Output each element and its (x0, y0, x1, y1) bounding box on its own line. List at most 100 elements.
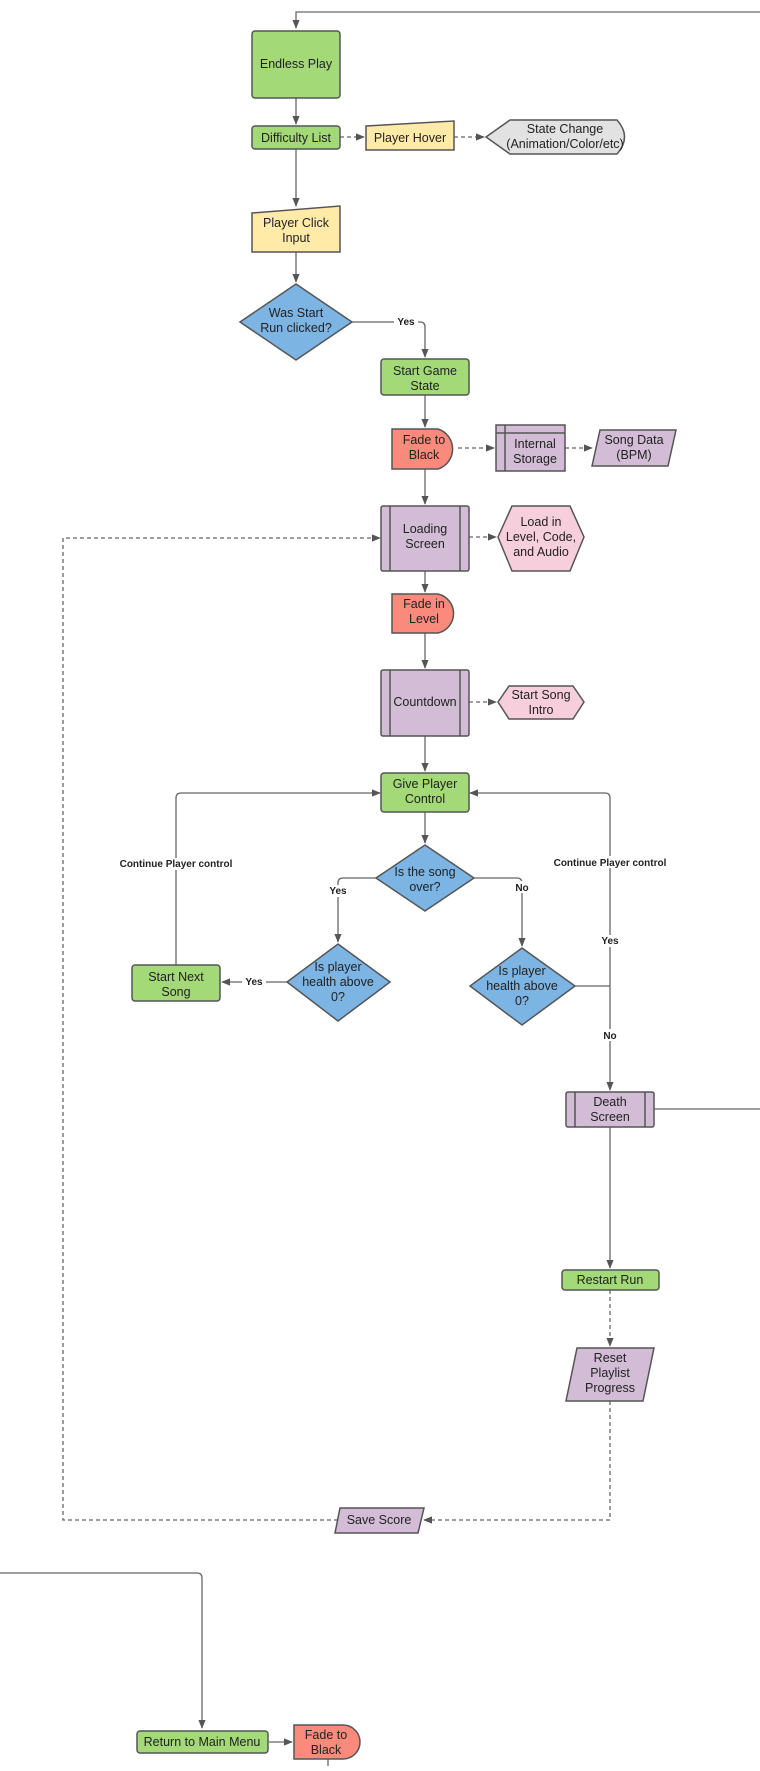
node-label: Intro (528, 703, 553, 717)
node-label: Input (282, 231, 310, 245)
node-fade-to-black-bottom[interactable]: Fade to Black (293, 1724, 361, 1760)
node-label: Level (409, 612, 439, 626)
node-return-to-main-menu[interactable]: Return to Main Menu (136, 1730, 269, 1754)
node-state-change[interactable]: State Change (Animation/Color/etc) (484, 119, 626, 155)
node-label: Start Song (511, 688, 570, 702)
node-label: Run clicked? (260, 321, 332, 335)
edge-next-song-to-control (175, 789, 381, 965)
edge-label-bg (394, 316, 418, 328)
node-label: Player Hover (374, 131, 446, 145)
node-health-check-right[interactable]: Is player health above 0? (468, 947, 577, 1026)
node-difficulty-list[interactable]: Difficulty List (251, 125, 341, 150)
edge-label-bg (242, 976, 266, 988)
node-label: Playlist (590, 1366, 630, 1380)
node-label: Restart Run (577, 1273, 644, 1287)
edge-label-bg (598, 935, 622, 947)
node-fade-in-level[interactable]: Fade in Level (391, 593, 455, 634)
node-label: Screen (405, 537, 445, 551)
node-label: Start Game (393, 364, 457, 378)
edge-song-over-yes (334, 877, 377, 943)
node-song-data[interactable]: Song Data (BPM) (591, 429, 677, 467)
node-label: 0? (515, 994, 529, 1008)
node-label: Is player (314, 960, 361, 974)
node-label: health above (302, 975, 374, 989)
node-label: Fade to (305, 1728, 347, 1742)
node-internal-storage[interactable]: Internal Storage (495, 424, 566, 472)
edge-label-bg (327, 885, 349, 897)
edge-label-bg (118, 858, 234, 870)
node-was-start-run-clicked[interactable]: Was Start Run clicked? (238, 283, 354, 361)
edge-label-no-death: No (603, 1031, 616, 1042)
node-label: Black (311, 1743, 342, 1757)
node-label: Save Score (347, 1513, 412, 1527)
node-label: (Animation/Color/etc) (506, 137, 623, 151)
edge-label-bg (512, 881, 532, 893)
edge-top-entry (292, 11, 760, 29)
node-label: Difficulty List (261, 131, 331, 145)
node-player-hover[interactable]: Player Hover (365, 120, 455, 151)
node-is-song-over[interactable]: Is the song over? (374, 844, 476, 912)
node-label: health above (486, 979, 558, 993)
node-health-check-left[interactable]: Is player health above 0? (285, 943, 392, 1022)
node-label: State Change (527, 122, 603, 136)
edge-label-yes-song-over: Yes (329, 886, 347, 897)
node-start-next-song[interactable]: Start Next Song (131, 964, 221, 1002)
node-label: Internal (514, 437, 556, 451)
node-load-in-level[interactable]: Load in Level, Code, and Audio (497, 505, 585, 572)
node-label: Level, Code, (506, 530, 576, 544)
edge-label-bg (553, 856, 667, 868)
edge-label-continue-right: Continue Player control (554, 858, 667, 869)
node-countdown[interactable]: Countdown (380, 669, 470, 737)
node-label: Was Start (269, 306, 324, 320)
edge-label-continue-left: Continue Player control (120, 859, 233, 870)
node-label: Fade in (403, 597, 445, 611)
node-start-game-state[interactable]: Start Game State (380, 358, 470, 396)
edge-reset-to-save-score (423, 1401, 611, 1524)
node-label: Is the song (394, 865, 455, 879)
node-give-player-control[interactable]: Give Player Control (380, 772, 470, 813)
edge-label-bg (600, 1029, 620, 1041)
node-label: Black (409, 448, 440, 462)
node-label: Song Data (604, 433, 663, 447)
edge-label-yes-next-song: Yes (245, 977, 263, 988)
node-death-screen[interactable]: Death Screen (565, 1091, 655, 1128)
edge-left-entry-to-main-menu (0, 1572, 206, 1729)
node-label: Control (405, 792, 445, 806)
node-label: Death (593, 1095, 626, 1109)
node-label: (BPM) (616, 448, 651, 462)
node-label: Reset (594, 1351, 627, 1365)
node-label: Song (161, 985, 190, 999)
node-fade-to-black[interactable]: Fade to Black (391, 428, 454, 470)
node-label: Countdown (393, 695, 456, 709)
node-restart-run[interactable]: Restart Run (561, 1269, 660, 1291)
node-label: Progress (585, 1381, 635, 1395)
edge-label-no-song-over: No (515, 883, 528, 894)
node-label: over? (409, 880, 440, 894)
node-label: Fade to (403, 433, 445, 447)
node-start-song-intro[interactable]: Start Song Intro (497, 685, 585, 720)
node-reset-playlist[interactable]: Reset Playlist Progress (565, 1347, 655, 1402)
node-label: Screen (590, 1110, 630, 1124)
edge-label-yes-start: Yes (397, 317, 415, 328)
node-label: State (410, 379, 439, 393)
node-player-click-input[interactable]: Player Click Input (251, 205, 341, 253)
node-label: Return to Main Menu (144, 1735, 261, 1749)
edge-save-score-to-loading (62, 534, 381, 1521)
edge-decision-to-start-game (352, 321, 429, 358)
node-label: Give Player (393, 777, 458, 791)
node-label: and Audio (513, 545, 569, 559)
node-label: 0? (331, 990, 345, 1004)
node-label: Player Click (263, 216, 330, 230)
node-label: Endless Play (260, 57, 333, 71)
node-save-score[interactable]: Save Score (334, 1507, 425, 1534)
edge-label-yes-continue: Yes (601, 936, 619, 947)
node-loading-screen[interactable]: Loading Screen (380, 505, 470, 572)
node-label: Storage (513, 452, 557, 466)
node-endless-play[interactable]: Endless Play (251, 30, 341, 99)
node-label: Start Next (148, 970, 204, 984)
edge-continue-to-control (469, 789, 611, 986)
node-label: Is player (498, 964, 545, 978)
node-label: Loading (403, 522, 448, 536)
